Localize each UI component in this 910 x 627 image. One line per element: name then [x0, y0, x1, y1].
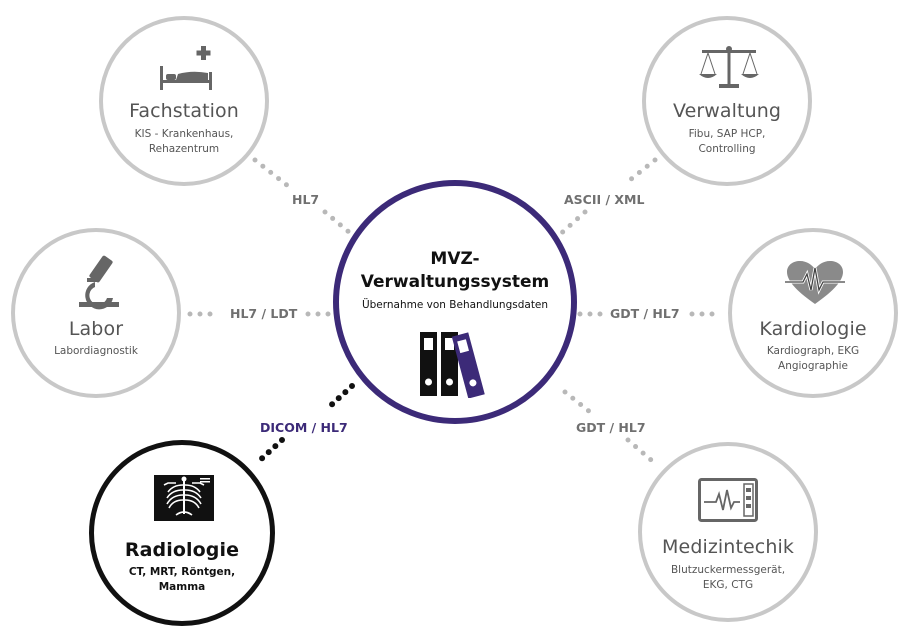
node-labor-subtitle: Labordiagnostik	[54, 345, 138, 357]
node-labor-title: Labor	[68, 318, 124, 340]
node-fachstation[interactable]: Fachstation KIS - Krankenhaus, Rehazentr…	[99, 16, 269, 186]
connector-fachstation-a	[252, 157, 291, 189]
node-fachstation-title: Fachstation	[129, 100, 239, 122]
node-verwaltung-subtitle: Fibu, SAP HCP, Controlling	[688, 128, 766, 155]
microscope-icon	[79, 255, 119, 310]
connector-radiologie-a	[325, 383, 355, 411]
label-radiologie-protocol: DICOM / HL7	[258, 420, 350, 435]
connector-verwaltung-a	[622, 157, 658, 187]
connector-medizintechik-a	[562, 389, 593, 415]
node-radiologie[interactable]: Radiologie CT, MRT, Röntgen, Mamma	[89, 440, 275, 626]
label-fachstation-protocol: HL7	[290, 192, 322, 207]
center-subtitle: Übernahme von Behandlungsdaten	[361, 299, 549, 311]
label-labor-protocol: HL7 / LDT	[228, 306, 300, 321]
hospital-bed-icon	[160, 46, 212, 90]
node-mvz-verwaltungssystem[interactable]: MVZ- Verwaltungssystem Übernahme von Beh…	[333, 180, 577, 424]
label-medizintechik-protocol: GDT / HL7	[574, 420, 648, 435]
center-title-line1: MVZ-	[430, 249, 480, 269]
connector-medizintechik-b	[625, 437, 661, 469]
node-verwaltung-title: Verwaltung	[672, 100, 782, 122]
binders-icon	[420, 332, 485, 398]
xray-icon	[154, 475, 214, 521]
monitor-icon	[698, 478, 758, 522]
center-title-line2: Verwaltungssystem	[360, 272, 550, 292]
label-verwaltung-protocol: ASCII / XML	[562, 192, 647, 207]
connector-verwaltung-b	[553, 209, 588, 241]
node-verwaltung[interactable]: Verwaltung Fibu, SAP HCP, Controlling	[642, 16, 812, 186]
node-radiologie-title: Radiologie	[124, 539, 240, 561]
heart-ecg-icon	[785, 261, 845, 304]
node-radiologie-subtitle: CT, MRT, Röntgen, Mamma	[128, 566, 236, 593]
connector-fachstation-b	[322, 209, 359, 241]
node-fachstation-subtitle: KIS - Krankenhaus, Rehazentrum	[134, 128, 234, 155]
node-kardiologie-title: Kardiologie	[759, 318, 867, 340]
connector-radiologie-b	[255, 437, 285, 465]
label-kardiologie-protocol: GDT / HL7	[608, 306, 682, 321]
node-medizintechik-title: Medizintechik	[662, 536, 794, 558]
node-labor[interactable]: Labor Labordiagnostik	[11, 228, 181, 398]
node-medizintechik-subtitle: Blutzuckermessgerät, EKG, CTG	[670, 564, 786, 591]
node-kardiologie[interactable]: Kardiologie Kardiograph, EKG Angiographi…	[728, 228, 898, 398]
scales-icon	[699, 46, 759, 88]
node-kardiologie-subtitle: Kardiograph, EKG Angiographie	[766, 345, 860, 372]
node-medizintechik[interactable]: Medizintechik Blutzuckermessgerät, EKG, …	[638, 442, 818, 622]
